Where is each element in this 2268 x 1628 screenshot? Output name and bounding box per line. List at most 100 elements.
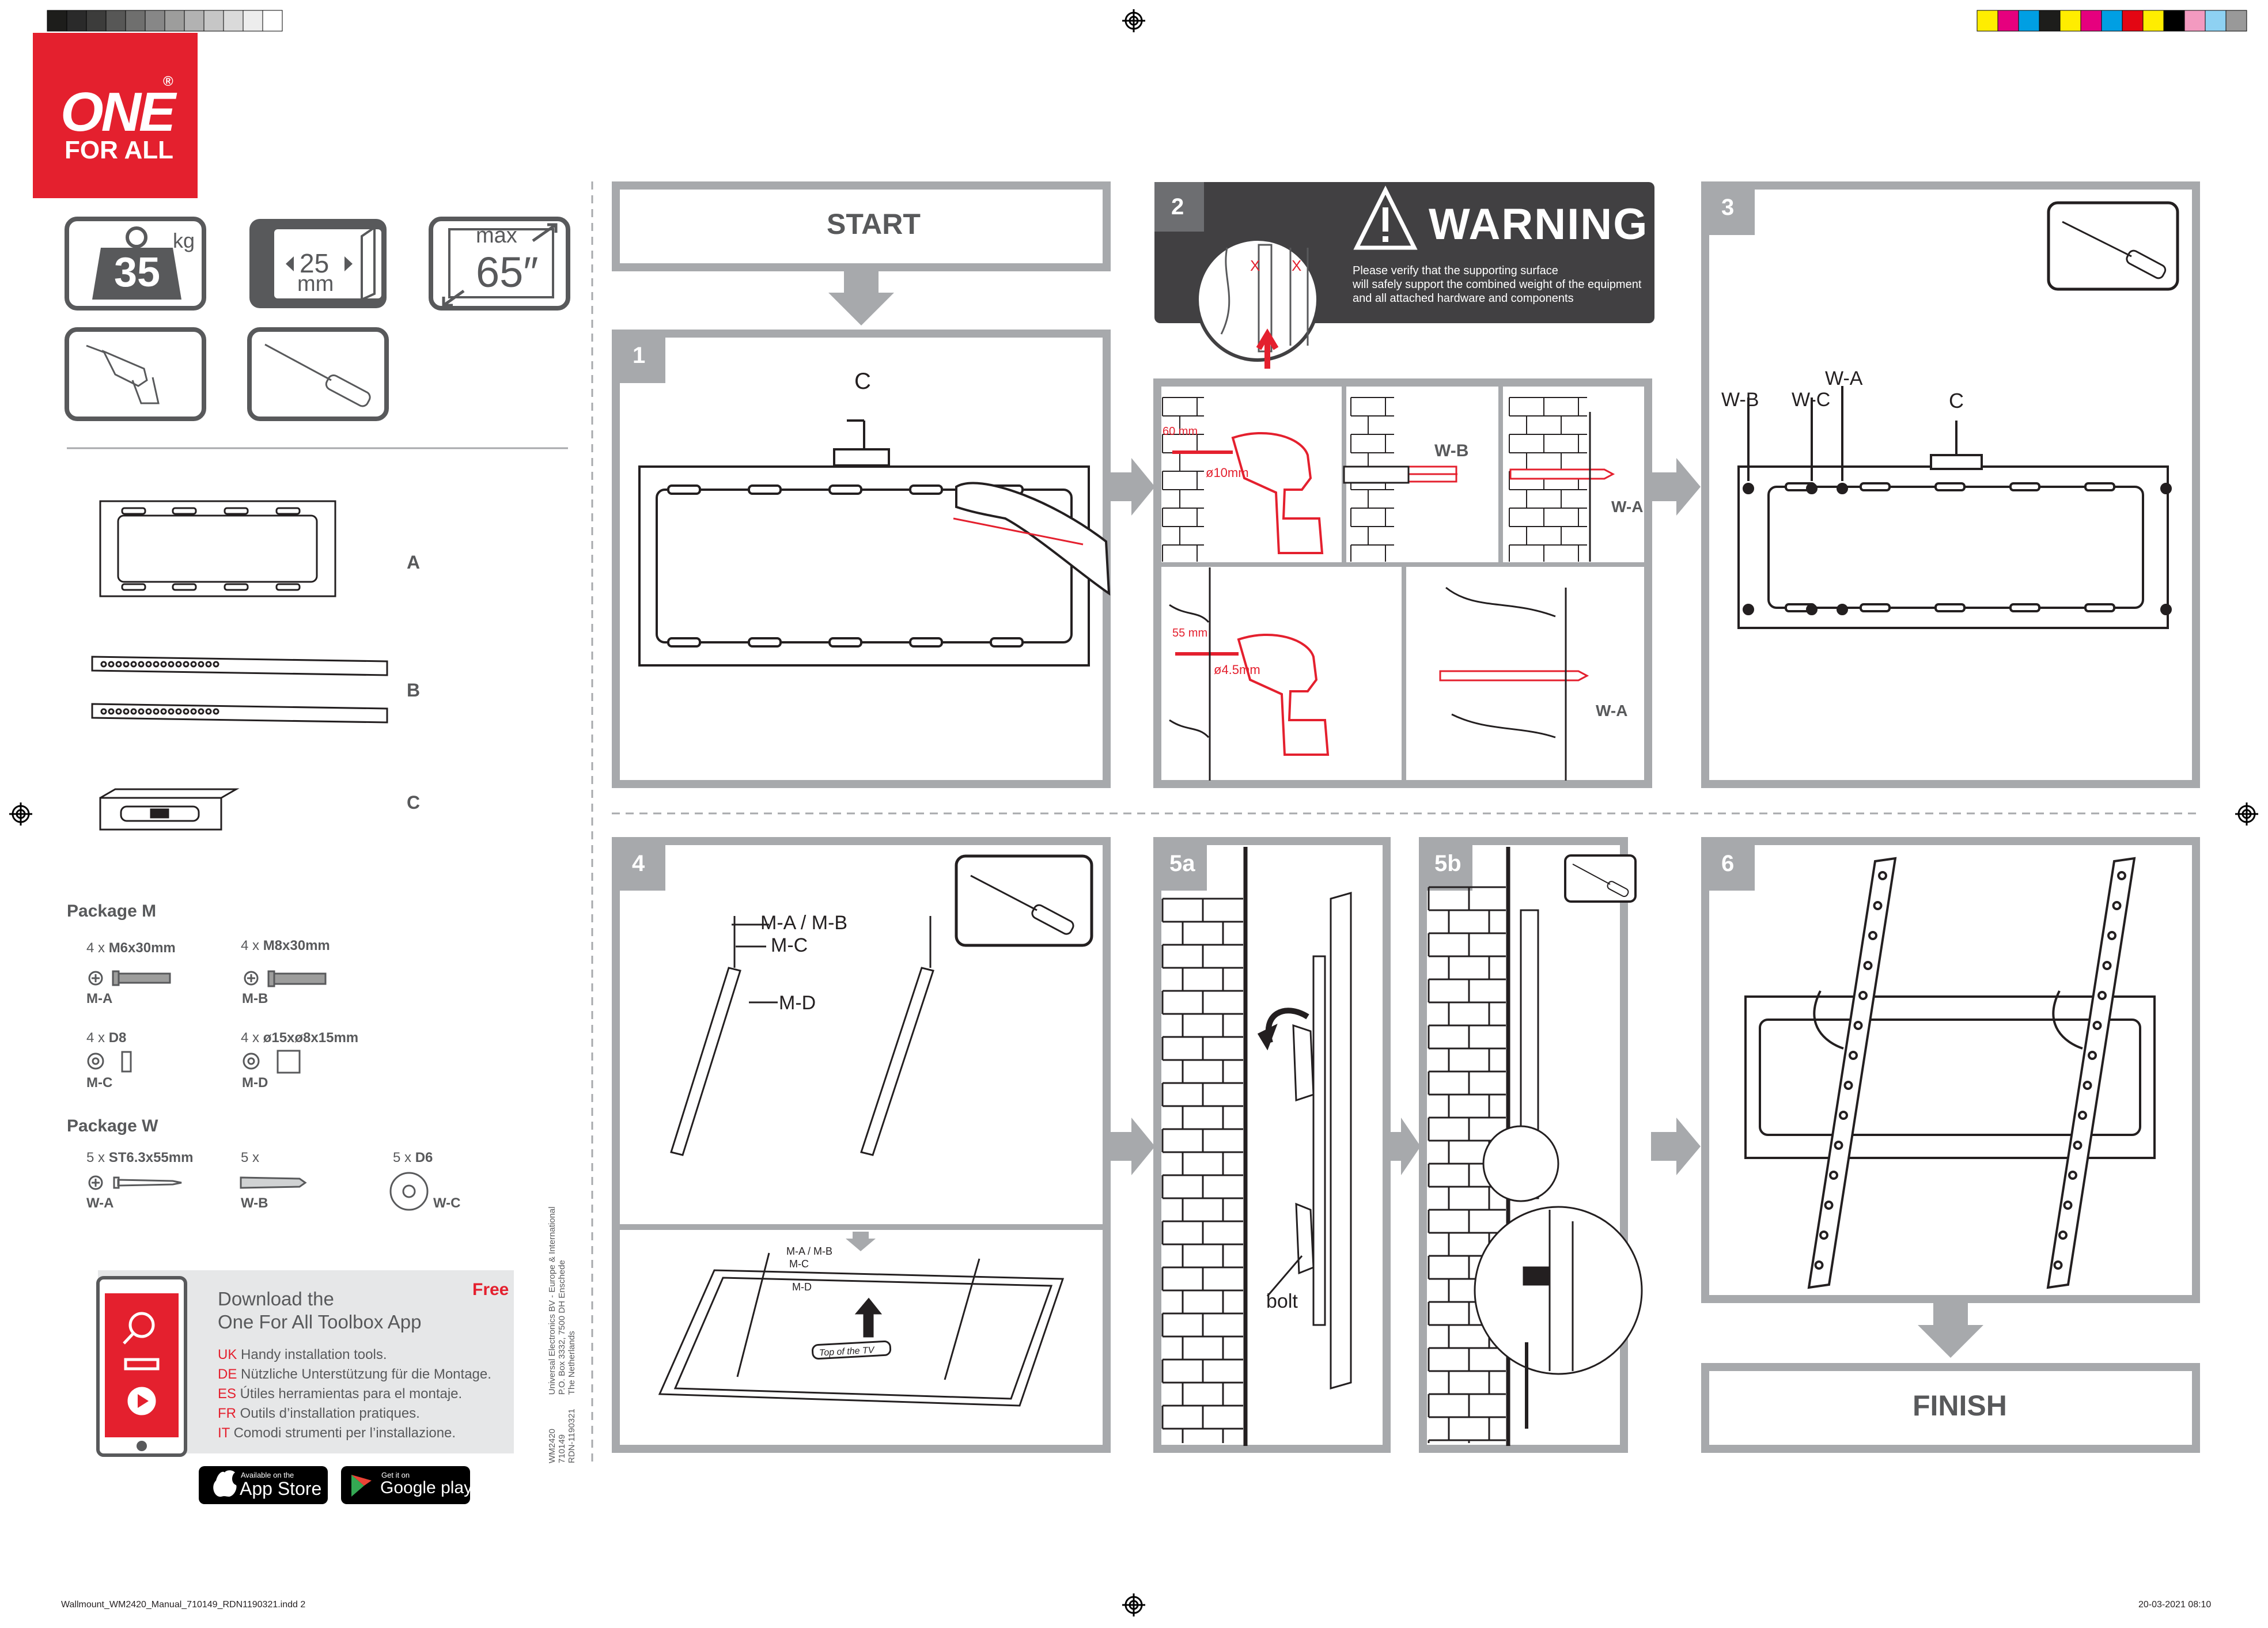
step3-label-wb: W-B	[1721, 389, 1759, 411]
arm-hole	[1858, 991, 1868, 1000]
color-swatch	[1977, 10, 1998, 32]
package-m-item1: 4 x M6x30mm	[86, 940, 176, 956]
screen-size-prefix: max	[476, 224, 517, 248]
arm-hole	[205, 661, 212, 668]
step3-label-wc: W-C	[1792, 389, 1831, 411]
arm-hole	[153, 661, 160, 668]
footer-filename: Wallmount_WM2420_Manual_710149_RDN119032…	[61, 1600, 306, 1610]
appstore-small[interactable]: Available on the	[241, 1471, 294, 1479]
drill-icon	[86, 344, 160, 404]
arm-hole	[138, 708, 145, 715]
app-free-badge: Free	[472, 1280, 509, 1299]
step5a-number: 5a	[1169, 851, 1195, 876]
step2-badge	[1154, 182, 1204, 232]
part-c-label: C	[407, 792, 421, 813]
gray-swatch	[262, 10, 283, 32]
arm-hole	[123, 661, 130, 668]
step3-frame	[1701, 181, 2200, 788]
screw-mark	[2160, 604, 2172, 615]
part-a-label: A	[407, 552, 421, 573]
bracket-slot	[909, 637, 943, 648]
package-m-code4: M-D	[242, 1075, 268, 1091]
bracket-slot	[828, 484, 862, 495]
registration-mark-top	[1122, 9, 1145, 32]
package-w-icons	[88, 1172, 429, 1211]
screen-size-box	[429, 217, 570, 311]
bracket-slot	[990, 637, 1024, 648]
color-swatch	[2101, 10, 2123, 32]
brand-logo-bg	[33, 33, 198, 198]
app-language-code: FR	[218, 1406, 236, 1421]
step5a-badge	[1157, 841, 1207, 891]
arm-hole	[1814, 1260, 1824, 1270]
screw-mark	[1806, 604, 1818, 615]
arm-hole	[190, 661, 197, 668]
googleplay-label[interactable]: Google play	[380, 1478, 473, 1497]
gray-swatch	[47, 10, 67, 32]
app-language-item: ES Útiles herramientas para el montaje.	[218, 1384, 491, 1404]
googleplay-small[interactable]: Get it on	[381, 1471, 410, 1479]
screw-mark	[1837, 604, 1848, 615]
step2-label-wa-top: W-A	[1611, 498, 1644, 516]
package-m-code3: M-C	[86, 1075, 113, 1091]
appstore-label[interactable]: App Store	[240, 1478, 322, 1499]
warning-mark-left: X	[1250, 257, 1260, 274]
step6-badge	[1705, 841, 1755, 891]
step5a-frame	[1153, 837, 1391, 1453]
step3-drawing	[1737, 386, 2172, 629]
step4-label-mc: M-C	[771, 934, 808, 956]
step4-tv-back	[658, 1252, 1065, 1407]
arm-hole	[1839, 1111, 1848, 1120]
app-language-code: ES	[218, 1386, 237, 1402]
app-language-code: UK	[218, 1347, 237, 1362]
gray-swatch	[86, 10, 107, 32]
color-swatch	[2142, 10, 2164, 32]
arm-hole	[145, 708, 152, 715]
step1-drawing	[638, 419, 1111, 667]
package-m-code1: M-A	[86, 991, 113, 1006]
step2-brick-walls	[1162, 397, 1587, 562]
package-w-title: Package W	[67, 1116, 158, 1135]
app-language-item: DE Nützliche Unterstützung für die Monta…	[218, 1365, 491, 1384]
arm-hole	[1824, 1201, 1834, 1210]
arm-hole	[153, 708, 160, 715]
step4-label-ma-mb: M-A / M-B	[760, 912, 848, 934]
color-swatch	[2163, 10, 2185, 32]
arm-hole	[1819, 1231, 1828, 1240]
color-swatch	[2018, 10, 2040, 32]
step4-frame	[612, 837, 1111, 1453]
package-w-item1: 5 x ST6.3x55mm	[86, 1150, 194, 1165]
color-calibration-bar	[1977, 10, 2247, 32]
arm-hole	[108, 661, 115, 668]
gray-swatch	[203, 10, 224, 32]
arm-hole	[2092, 1021, 2102, 1030]
color-swatch	[2039, 10, 2061, 32]
app-language-list: UK Handy installation tools.DE Nützliche…	[218, 1345, 491, 1443]
bracket-slot	[1934, 482, 1966, 491]
step4-arms	[670, 916, 934, 1156]
googleplay-badge	[341, 1466, 470, 1504]
package-m-item2: 4 x M8x30mm	[241, 938, 330, 953]
package-m-code2: M-B	[242, 991, 268, 1006]
arm-hole	[115, 661, 122, 668]
app-language-item: IT Comodi strumenti per l’installazione.	[218, 1423, 491, 1443]
step6-number: 6	[1721, 851, 1735, 876]
arm-hole	[213, 661, 219, 668]
screwdriver-icon	[264, 343, 371, 407]
arm-hole	[1843, 1081, 1853, 1090]
color-swatch	[2184, 10, 2206, 32]
registration-mark-right	[2235, 802, 2258, 826]
registration-mark-bottom	[1122, 1593, 1145, 1616]
step5b-badge	[1423, 841, 1472, 891]
package-m-title: Package M	[67, 902, 157, 921]
step5a-label-bolt: bolt	[1266, 1290, 1298, 1312]
brand-logo-one: ONE	[60, 81, 176, 143]
package-m-item4: 4 x ø15xø8x15mm	[241, 1030, 359, 1046]
app-language-item: UK Handy installation tools.	[218, 1345, 491, 1365]
brand-logo-forall: FOR ALL	[65, 136, 173, 164]
arm-hole	[2083, 1081, 2092, 1090]
arm-hole	[1849, 1051, 1858, 1060]
package-m-icons	[87, 970, 327, 1074]
